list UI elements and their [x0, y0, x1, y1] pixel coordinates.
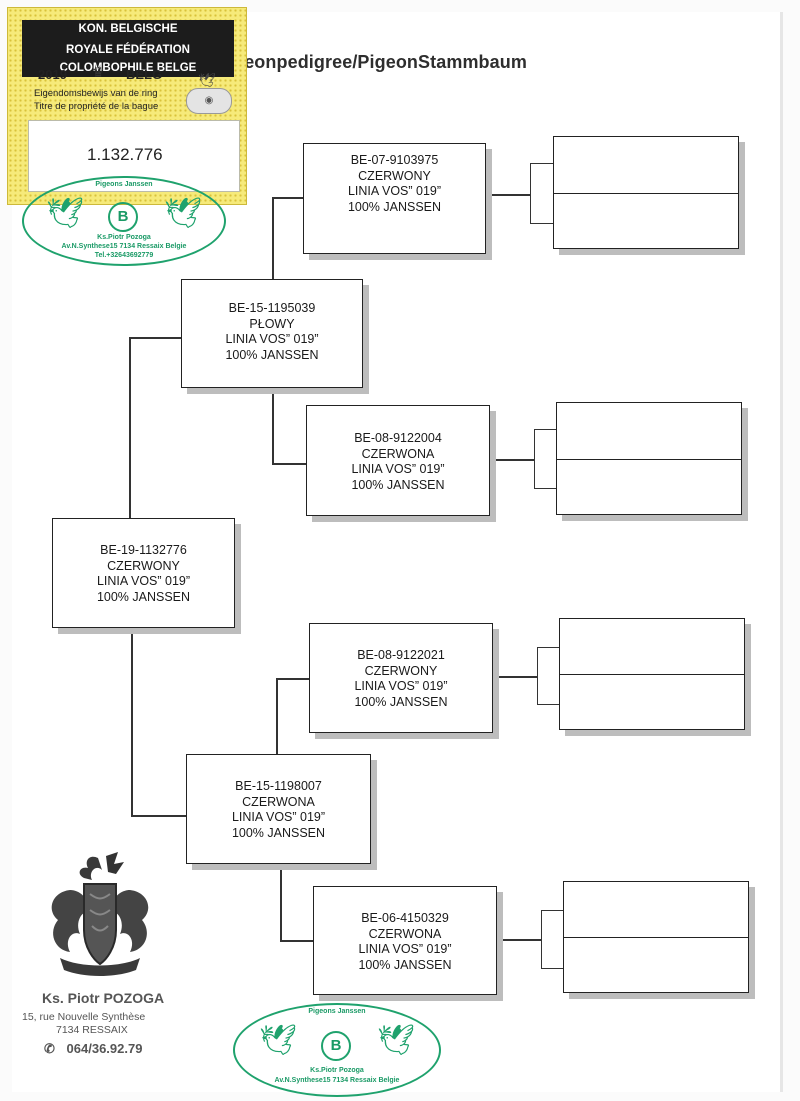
- stamp-logo-icon: B: [108, 202, 138, 232]
- connector: [280, 864, 282, 941]
- pigeon-ring: BE-07-9103975: [350, 153, 439, 167]
- seal-icon: ◉: [186, 88, 232, 114]
- pigeon-ring: BE-15-1198007: [235, 779, 322, 793]
- pigeon-right-icon: 🕊: [377, 1024, 416, 1057]
- connector: [486, 194, 530, 196]
- connector: [129, 337, 131, 519]
- page-title: igeonpedigree/PigeonStammbaum: [228, 52, 527, 72]
- pigeon-ring: BE-08-9122004: [354, 431, 442, 445]
- connector: [131, 815, 186, 817]
- pigeon-line: LINIA VOS” 019”: [354, 679, 448, 693]
- connector: [272, 463, 306, 465]
- empty-ancestor-box: [563, 881, 749, 993]
- ring-year: 2019: [38, 67, 67, 82]
- stamp-address: Av.N.Synthese15 7134 Ressaix Belgie: [274, 1077, 400, 1084]
- connector: [490, 459, 534, 461]
- pigeon-ring: BE-19-1132776: [100, 543, 187, 557]
- owner-street: 15, rue Nouvelle Synthèse: [22, 1011, 146, 1023]
- owner-address: 15, rue Nouvelle Synthèse 7134 RESSAIX: [22, 1011, 164, 1037]
- janssen-stamp-bottom: Pigeons Janssen 🕊 B 🕊 Ks.Piotr Pozoga Av…: [233, 1003, 441, 1097]
- pigeon-ring: BE-06-4150329: [361, 911, 449, 925]
- stamp-name: Ks.Piotr Pozoga: [310, 1067, 364, 1074]
- family-crest-icon: [51, 852, 149, 976]
- ring-number: 1.132.776: [87, 145, 163, 164]
- pigeon-origin: 100% JANSSEN: [347, 199, 442, 214]
- pigeon-color: PŁOWY: [249, 316, 295, 331]
- crown-icon: ♛: [92, 64, 105, 80]
- pigeon-ring: BE-15-1195039: [228, 301, 316, 315]
- connector: [131, 628, 133, 816]
- pigeon-origin: 100% JANSSEN: [354, 694, 448, 709]
- janssen-stamp-top: Pigeons Janssen 🕊 B 🕊 Ks.Piotr Pozoga Av…: [22, 176, 226, 266]
- pigeon-line: LINIA VOS” 019”: [358, 942, 452, 956]
- stamp-name: Ks.Piotr Pozoga: [97, 234, 151, 241]
- federation-name-fr: ROYALE FÉDÉRATION COLOMBOPHILE BELGE: [22, 41, 234, 77]
- pigeon-origin: 100% JANSSEN: [225, 347, 319, 362]
- ownership-text-fr: Titre de propriété de la bague: [34, 101, 159, 112]
- pigeon-card-dam: BE-15-1198007 CZERWONA LINIA VOS” 019” 1…: [186, 754, 371, 864]
- pigeon-icon: 🕊: [198, 72, 216, 88]
- ring-ownership-label: KON. BELGISCHE DUIVENLIEFHEBBERSBOND ROY…: [7, 7, 247, 205]
- owner-contact: Ks. Piotr POZOGA 15, rue Nouvelle Synthè…: [22, 990, 164, 1057]
- pigeon-line: LINIA VOS” 019”: [347, 184, 442, 198]
- stamp-top-text: Pigeons Janssen: [95, 181, 153, 188]
- pigeon-card-sire: BE-15-1195039 PŁOWY LINIA VOS” 019” 100%…: [181, 279, 363, 388]
- pigeon-right-icon: 🕊: [164, 197, 203, 230]
- connector: [276, 678, 278, 754]
- pigeon-origin: 100% JANSSEN: [351, 477, 445, 492]
- connector: [129, 337, 181, 339]
- pigeon-origin: 100% JANSSEN: [358, 957, 452, 972]
- connector: [272, 388, 274, 464]
- stamp-address: Av.N.Synthese15 7134 Ressaix Belgie: [61, 243, 187, 250]
- connector-bracket: [530, 163, 553, 224]
- ownership-text-nl: Eigendomsbewijs van de ring: [34, 88, 158, 99]
- pigeon-card-sire-sire: BE-07-9103975 CZERWONY LINIA VOS” 019” 1…: [303, 143, 486, 254]
- empty-ancestor-box: [556, 402, 742, 515]
- connector: [272, 197, 274, 279]
- empty-ancestor-box: [559, 618, 745, 730]
- connector: [497, 939, 541, 941]
- pigeon-left-icon: 🕊: [46, 197, 85, 230]
- pigeon-color: CZERWONY: [358, 168, 431, 183]
- pigeon-ring: BE-08-9122021: [357, 648, 445, 662]
- pigeon-card-subject: BE-19-1132776 CZERWONY LINIA VOS” 019” 1…: [52, 518, 235, 628]
- connector: [280, 940, 313, 942]
- pigeon-origin: 100% JANSSEN: [96, 589, 191, 604]
- connector-bracket: [541, 910, 564, 969]
- pigeon-left-icon: 🕊: [259, 1024, 298, 1057]
- empty-ancestor-box: [553, 136, 739, 249]
- connector: [493, 676, 537, 678]
- owner-city: 7134 RESSAIX: [56, 1024, 128, 1036]
- connector: [272, 197, 303, 199]
- pigeon-color: CZERWONA: [368, 926, 442, 941]
- owner-name: Ks. Piotr POZOGA: [42, 990, 165, 1006]
- pigeon-color: CZERWONY: [364, 663, 438, 678]
- pigeon-line: LINIA VOS” 019”: [225, 332, 319, 346]
- pigeon-line: LINIA VOS” 019”: [231, 810, 326, 824]
- stamp-top-text: Pigeons Janssen: [308, 1008, 366, 1015]
- pigeon-origin: 100% JANSSEN: [231, 825, 326, 840]
- stamp-phone: Tel.+32643692779: [94, 252, 154, 259]
- pigeon-card-sire-dam: BE-08-9122004 CZERWONA LINIA VOS” 019” 1…: [306, 405, 490, 516]
- owner-phone: 064/36.92.79: [66, 1041, 143, 1056]
- ring-country: BELG: [126, 67, 163, 82]
- pigeon-line: LINIA VOS” 019”: [351, 462, 445, 476]
- pigeon-card-dam-dam: BE-06-4150329 CZERWONA LINIA VOS” 019” 1…: [313, 886, 497, 995]
- pigeon-color: CZERWONA: [361, 446, 435, 461]
- connector-bracket: [534, 429, 557, 489]
- pigeon-color: CZERWONY: [107, 558, 180, 573]
- owner-phone-row: ✆ 064/36.92.79: [44, 1041, 164, 1057]
- connector-bracket: [537, 647, 560, 705]
- pigeon-color: CZERWONA: [242, 794, 315, 809]
- connector: [276, 678, 309, 680]
- phone-icon: ✆: [44, 1041, 55, 1056]
- pigeon-card-dam-sire: BE-08-9122021 CZERWONY LINIA VOS” 019” 1…: [309, 623, 493, 733]
- stamp-logo-icon: B: [321, 1031, 351, 1061]
- pigeon-line: LINIA VOS” 019”: [96, 574, 191, 588]
